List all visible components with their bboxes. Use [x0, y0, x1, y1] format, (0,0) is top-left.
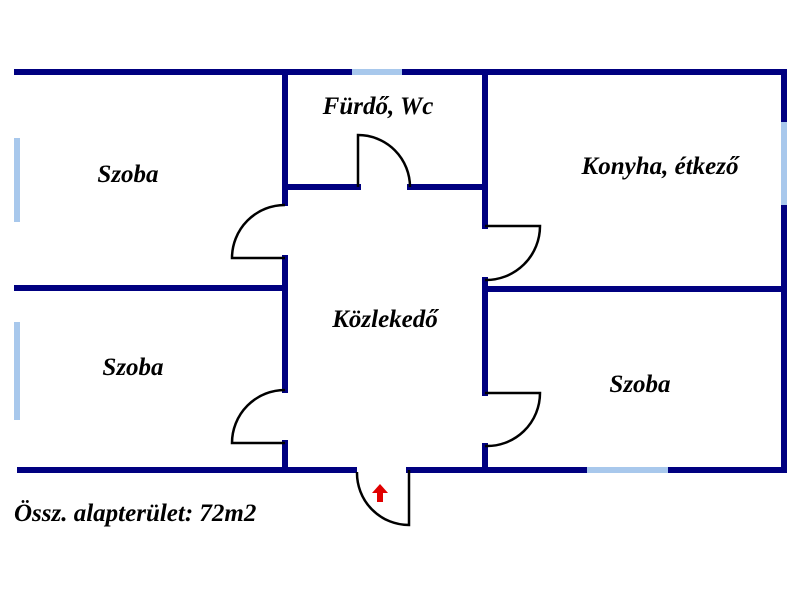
room-label-hallway: Közlekedő	[331, 306, 439, 333]
door-kitchen	[484, 224, 542, 282]
door-room-3	[484, 391, 542, 448]
door-room-2	[230, 388, 286, 445]
door-room-1	[230, 203, 286, 260]
door-bathroom	[356, 133, 412, 188]
walls	[14, 69, 787, 473]
windows	[14, 69, 787, 473]
room-label-room-1: Szoba	[97, 161, 158, 188]
room-label-room-3: Szoba	[609, 371, 670, 398]
door-entrance	[355, 470, 411, 527]
entrance-arrow-icon	[372, 484, 388, 502]
room-label-bathroom: Fürdő, Wc	[322, 93, 434, 120]
total-area-label: Össz. alapterület: 72m2	[14, 500, 256, 527]
doors	[230, 133, 542, 527]
room-label-room-2: Szoba	[102, 354, 163, 381]
outer-wall	[14, 69, 787, 473]
room-label-kitchen: Konyha, étkező	[581, 153, 740, 180]
